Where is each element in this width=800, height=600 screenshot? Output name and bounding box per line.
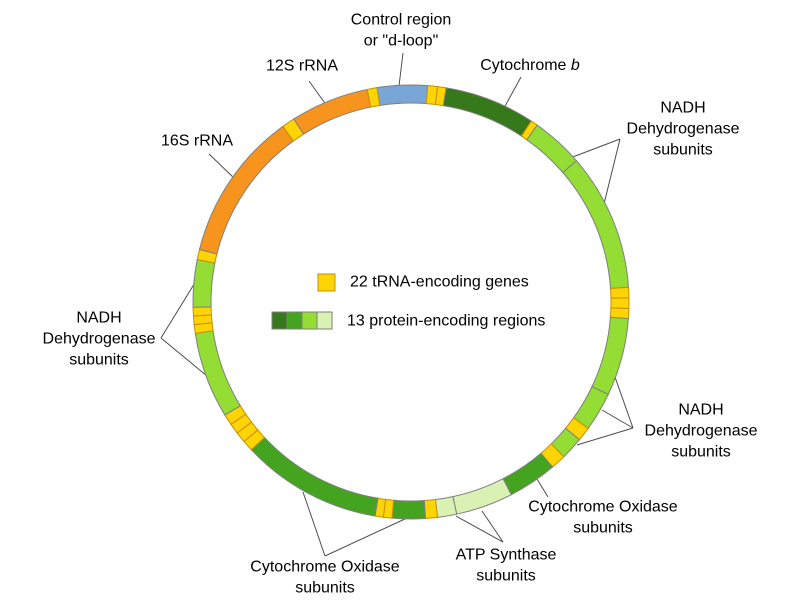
leader-line-atp-synthase <box>481 510 504 543</box>
protein-legend-swatch-icon <box>301 311 318 330</box>
leader-line-nadh-dehydrogenase-right <box>576 427 634 446</box>
label-cytochrome-oxidase-bottom: Cytochrome Oxidase <box>250 559 399 576</box>
labels: Control region or "d-loop" 12S rRNA Cytochr… <box>43 12 758 597</box>
segment-cytochrome-oxidase <box>391 499 426 520</box>
leader-line-cytochrome-oxidase-right <box>536 478 549 498</box>
leader-line-nadh-dehydrogenase-left <box>160 337 208 377</box>
segment-trna <box>366 87 381 108</box>
label-nadh-dehydrogenase-right: subunits <box>671 444 731 461</box>
protein-legend-swatch-icon <box>286 311 303 330</box>
segment-trna <box>423 498 439 520</box>
leader-line-control-region <box>398 52 404 87</box>
label-control-region: or "d-loop" <box>364 33 439 50</box>
label-16s-rrna: 16S rRNA <box>161 133 233 150</box>
label-control-region: Control region <box>351 12 452 29</box>
label-12s-rrna: 12S rRNA <box>266 58 338 75</box>
leader-line-16s-rrna <box>208 153 236 180</box>
trna-legend-label: 22 tRNA-encoding genes <box>350 274 529 291</box>
leader-lines <box>160 52 634 557</box>
leader-line-cytochrome-oxidase-bottom <box>302 491 326 557</box>
label-cytochrome-b: Cytochrome b <box>480 57 580 74</box>
leader-line-cytochrome-oxidase-bottom <box>324 517 408 557</box>
label-nadh-dehydrogenase-top-right: NADH <box>660 100 705 117</box>
leader-line-nadh-dehydrogenase-right <box>601 409 634 429</box>
label-cytochrome-oxidase-right: Cytochrome Oxidase <box>528 499 677 516</box>
label-nadh-dehydrogenase-left: Dehydrogenase <box>43 331 156 348</box>
label-nadh-dehydrogenase-right: Dehydrogenase <box>645 423 758 440</box>
leader-line-atp-synthase <box>455 515 504 543</box>
legend: 22 tRNA-encoding genes 13 protein-encodin… <box>271 273 545 330</box>
protein-legend-swatch-icon <box>316 311 333 330</box>
leader-line-12s-rrna <box>308 80 328 107</box>
leader-line-nadh-dehydrogenase-top-right <box>602 138 621 209</box>
segment-trna <box>192 306 212 317</box>
genome-ring <box>192 84 630 520</box>
label-nadh-dehydrogenase-right: NADH <box>678 402 723 419</box>
label-nadh-dehydrogenase-left: NADH <box>76 310 121 327</box>
protein-legend-swatch-icon <box>271 311 288 330</box>
label-atp-synthase: ATP Synthase <box>456 547 557 564</box>
label-cytochrome-oxidase-right: subunits <box>573 520 633 537</box>
protein-legend-label: 13 protein-encoding regions <box>347 313 545 330</box>
label-nadh-dehydrogenase-top-right: subunits <box>653 142 713 159</box>
segment-trna <box>610 297 630 309</box>
label-atp-synthase: subunits <box>476 568 536 585</box>
trna-legend-swatch-icon <box>317 273 336 292</box>
segment-trna <box>610 286 630 299</box>
segment-atp-synthase <box>434 495 458 518</box>
label-nadh-dehydrogenase-left: subunits <box>69 352 129 369</box>
leader-line-nadh-dehydrogenase-right <box>614 376 634 429</box>
segment-control-region-d-loop <box>376 84 429 107</box>
leader-line-cytochrome-b <box>503 76 522 109</box>
label-cytochrome-oxidase-bottom: subunits <box>295 580 355 597</box>
leader-line-nadh-dehydrogenase-left <box>160 280 197 339</box>
label-nadh-dehydrogenase-top-right: Dehydrogenase <box>627 121 740 138</box>
